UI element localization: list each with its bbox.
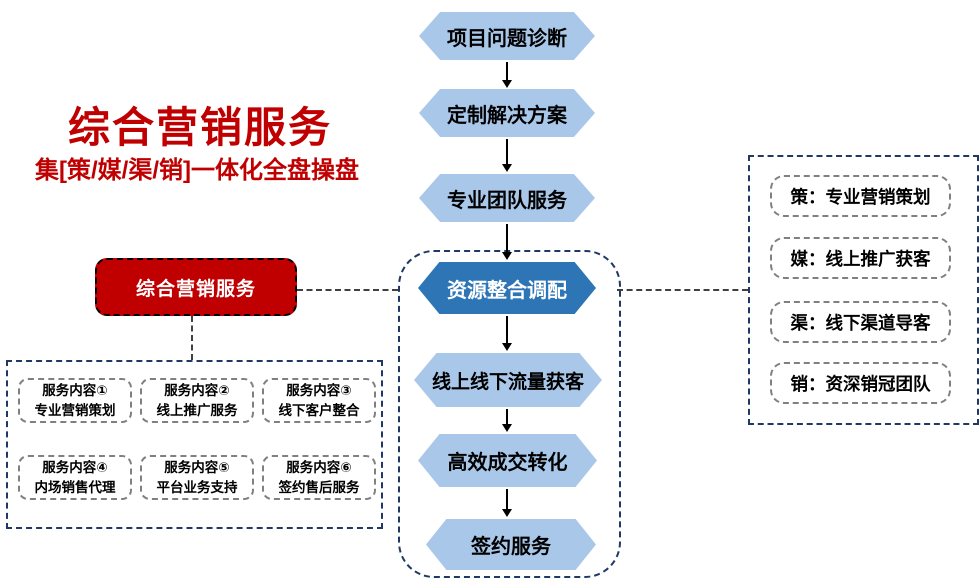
- marketing-service-node-label: 综合营销服务: [135, 278, 256, 300]
- service-item-4-line1: 服务内容④: [42, 459, 108, 475]
- page-title: 综合营销服务: [67, 104, 332, 151]
- page-subtitle: 集[策/媒/渠/销]一体化全盘操盘: [35, 157, 359, 184]
- service-item-3-line2: 线下客户整合: [278, 402, 360, 418]
- flow-step-3-label: 专业团队服务: [447, 189, 567, 212]
- core-process-frame: [398, 250, 621, 578]
- flow-step-7: 签约服务: [426, 519, 596, 570]
- service-item-3-line1: 服务内容③: [286, 382, 352, 398]
- service-item-3: 服务内容③ 线下客户整合: [262, 378, 376, 423]
- service-item-2-line1: 服务内容②: [164, 382, 230, 398]
- service-item-6-line1: 服务内容⑥: [286, 459, 352, 475]
- service-item-2-line2: 线上推广服务: [156, 402, 238, 418]
- pillars-frame: [748, 155, 979, 425]
- service-item-2: 服务内容② 线上推广服务: [140, 378, 254, 423]
- flow-step-7-label: 签约服务: [471, 536, 551, 558]
- pillar-item-4: 销：资深销冠团队: [770, 362, 951, 404]
- service-item-1-line2: 专业营销策划: [34, 402, 116, 418]
- arrow-down-icon: [506, 139, 508, 164]
- flow-step-3: 专业团队服务: [419, 174, 595, 222]
- pillar-item-4-label: 销：资深销冠团队: [790, 373, 931, 394]
- arrow-down-icon: [506, 62, 508, 80]
- arrow-down-icon: [506, 409, 508, 424]
- service-item-5: 服务内容⑤ 平台业务支持: [140, 455, 254, 500]
- arrow-down-icon: [506, 224, 508, 252]
- flow-step-1-label: 项目问题诊断: [447, 27, 567, 50]
- pillar-item-3: 渠：线下渠道导客: [770, 301, 951, 343]
- service-items-frame: [6, 360, 383, 529]
- connector-rednode-to-services: [191, 316, 193, 360]
- flow-step-5-label: 线上线下流量获客: [431, 371, 584, 393]
- flow-step-1: 项目问题诊断: [419, 12, 595, 60]
- service-item-4-line2: 内场销售代理: [34, 479, 116, 495]
- pillar-item-2: 媒：线上推广获客: [770, 237, 951, 279]
- flow-step-4-label: 资源整合调配: [447, 279, 567, 302]
- connector-process-to-pillars: [617, 289, 748, 291]
- marketing-service-node: 综合营销服务: [95, 258, 297, 316]
- pillar-item-2-label: 媒：线上推广获客: [790, 248, 931, 269]
- service-item-1-line1: 服务内容①: [42, 382, 108, 398]
- service-item-6-line2: 签约售后服务: [278, 479, 360, 495]
- pillar-item-3-label: 渠：线下渠道导客: [790, 312, 931, 333]
- flow-step-5: 线上线下流量获客: [414, 353, 602, 407]
- flow-step-6: 高效成交转化: [418, 434, 597, 487]
- service-item-4: 服务内容④ 内场销售代理: [18, 455, 132, 500]
- arrow-down-icon: [506, 316, 508, 343]
- service-item-5-line2: 平台业务支持: [156, 479, 238, 495]
- arrow-down-icon: [506, 489, 508, 509]
- service-item-5-line1: 服务内容⑤: [164, 459, 230, 475]
- connector-rednode-to-process: [297, 289, 398, 291]
- flow-step-2: 定制解决方案: [419, 89, 595, 137]
- service-item-1: 服务内容① 专业营销策划: [18, 378, 132, 423]
- service-item-6: 服务内容⑥ 签约售后服务: [262, 455, 376, 500]
- flow-step-4: 资源整合调配: [418, 262, 596, 314]
- flow-step-6-label: 高效成交转化: [447, 452, 568, 474]
- pillar-item-1: 策：专业营销策划: [770, 175, 951, 217]
- flow-step-2-label: 定制解决方案: [447, 104, 567, 127]
- pillar-item-1-label: 策：专业营销策划: [790, 186, 931, 207]
